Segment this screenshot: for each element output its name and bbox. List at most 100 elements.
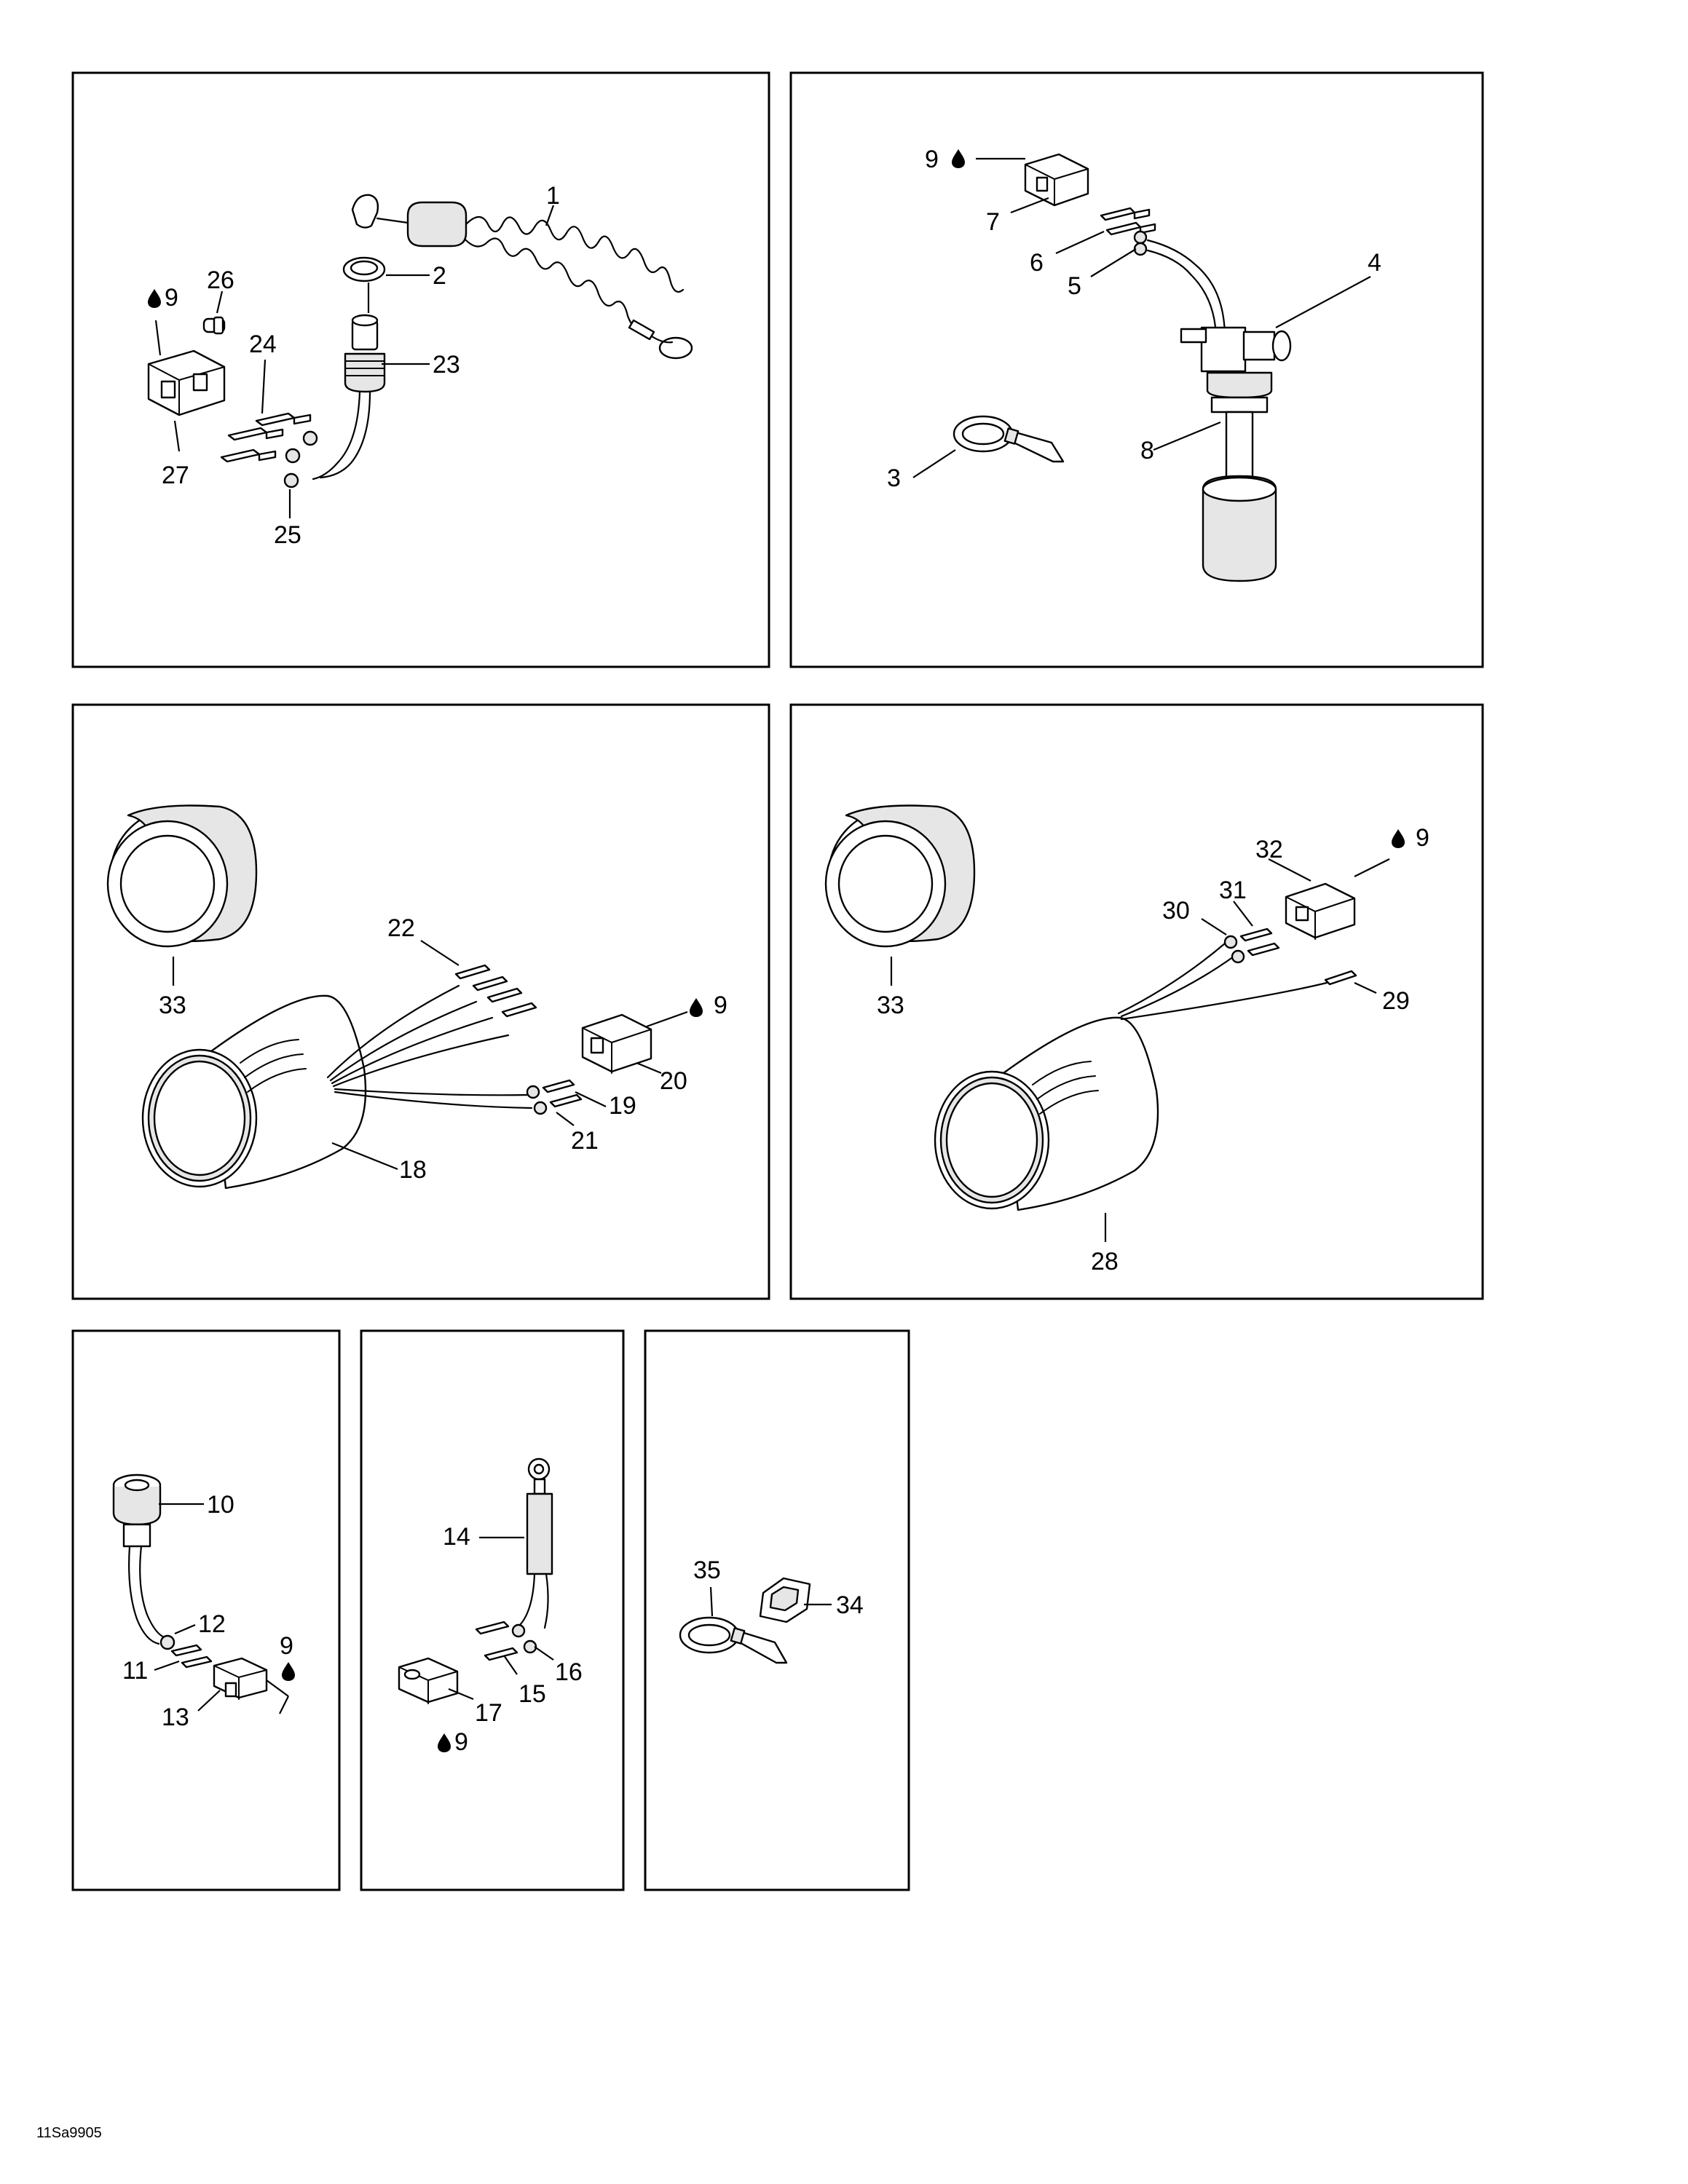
callout-7: 7 [986, 208, 1000, 236]
part-tie-base-g34 [759, 1577, 811, 1623]
part-mounting-ring-c [106, 804, 258, 948]
callout-9d: 9 [1416, 824, 1429, 852]
part-connector-e13 [213, 1657, 268, 1700]
callout-9b: 9 [925, 146, 939, 173]
part-seals-f16 [511, 1623, 537, 1654]
callout-18: 18 [399, 1156, 427, 1184]
part-seal-e12 [159, 1634, 175, 1650]
callout-31: 31 [1219, 877, 1247, 904]
panel-ties-g: 35 34 [644, 1329, 910, 1891]
part-gauge-c [141, 994, 367, 1190]
part-cable-tie-g35 [679, 1616, 788, 1664]
leader-lines-f [448, 1536, 554, 1701]
part-seals-d30 [1223, 935, 1245, 964]
leader-lines-a [154, 205, 555, 518]
callout-9: 9 [165, 284, 178, 312]
callout-32: 32 [1255, 836, 1283, 863]
part-terminals-e11 [170, 1644, 213, 1669]
part-terminals-f15 [475, 1621, 518, 1661]
part-terminals-b [1100, 207, 1156, 236]
callout-19: 19 [609, 1092, 636, 1120]
part-connector-housing [147, 349, 226, 416]
callout-34: 34 [836, 1591, 864, 1619]
callouts-b: 9 7 6 5 4 8 3 [887, 146, 1381, 492]
oil-drop-icon [952, 149, 965, 168]
part-terminals-d31 [1239, 927, 1280, 957]
callouts-c: 22 33 9 20 19 21 18 [159, 914, 727, 1184]
callout-16: 16 [555, 1658, 583, 1686]
callout-14: 14 [443, 1523, 470, 1551]
callouts-e: 10 12 9 11 13 [122, 1491, 295, 1731]
part-connector-c20 [581, 1013, 652, 1074]
panel-lanyard-switch: 1 2 23 26 24 9 27 25 [71, 71, 770, 668]
callout-3: 3 [887, 464, 901, 492]
part-seals-c21 [526, 1085, 548, 1115]
oil-drop-icon [690, 998, 703, 1017]
panel-level-sensor: 9 7 6 5 4 8 3 [789, 71, 1484, 668]
callouts-d: 33 32 9 31 30 29 28 [877, 824, 1429, 1275]
callouts-f: 14 16 15 17 9 [438, 1523, 583, 1756]
callout-24: 24 [249, 331, 277, 358]
part-connector-f17 [398, 1657, 459, 1704]
part-level-sensor [1146, 239, 1292, 582]
part-connector-d32 [1285, 882, 1356, 940]
callout-9f: 9 [454, 1728, 468, 1756]
callout-4: 4 [1368, 249, 1381, 277]
leader-lines-e [154, 1503, 289, 1714]
part-safety-lanyard [351, 194, 693, 360]
callout-12: 12 [198, 1610, 226, 1638]
part-wire-seals [283, 430, 318, 488]
part-plug [202, 316, 226, 335]
callout-5: 5 [1068, 272, 1081, 300]
callout-1: 1 [546, 182, 560, 210]
panel-gauge-d: 33 32 9 31 30 29 28 [789, 703, 1484, 1300]
oil-drop-icon [282, 1662, 295, 1681]
panel-sensor-f: 14 16 15 17 9 [360, 1329, 625, 1891]
callout-2: 2 [433, 262, 446, 290]
leader-lines-c [172, 940, 688, 1171]
part-wire-seals-b [1133, 230, 1148, 256]
part-sensor-e [112, 1473, 167, 1645]
callout-6: 6 [1030, 249, 1044, 277]
callout-35: 35 [693, 1556, 721, 1584]
leader-lines-b [912, 157, 1371, 478]
callout-26: 26 [207, 266, 234, 294]
leader-lines-d [890, 858, 1390, 1242]
callout-11: 11 [122, 1657, 148, 1685]
callout-27: 27 [162, 462, 189, 489]
callouts-g: 35 34 [693, 1556, 864, 1619]
part-connector-housing-b [1024, 153, 1089, 207]
panel-sensor-e: 10 12 9 11 13 [71, 1329, 341, 1891]
callout-8: 8 [1140, 437, 1154, 464]
callout-33d: 33 [877, 992, 904, 1019]
callout-28: 28 [1091, 1248, 1119, 1275]
callout-17: 17 [475, 1699, 502, 1727]
callout-20: 20 [660, 1067, 687, 1095]
part-terminals [220, 412, 312, 463]
part-terminal-d29 [1324, 970, 1357, 986]
figure-code: 11Sa9905 [36, 2125, 102, 2141]
part-safety-switch [312, 314, 386, 480]
callout-15: 15 [518, 1680, 546, 1708]
part-o-ring [342, 256, 386, 282]
callout-13: 13 [162, 1704, 189, 1731]
leader-lines-g [709, 1586, 832, 1617]
part-terminals-c22 [454, 964, 537, 1018]
part-gauge-wires-c [326, 984, 533, 1109]
oil-drop-icon [438, 1733, 451, 1752]
callout-23: 23 [433, 351, 460, 379]
callout-29: 29 [1382, 987, 1410, 1015]
part-sensor-f [518, 1457, 553, 1629]
callout-33: 33 [159, 992, 186, 1019]
part-terminals-c19 [542, 1079, 583, 1108]
oil-drop-icon [148, 289, 161, 308]
part-gauge-d [934, 1016, 1159, 1211]
oil-drop-icon [1392, 829, 1405, 848]
part-mounting-ring-d [824, 804, 976, 948]
callout-21: 21 [571, 1127, 599, 1155]
callout-9e: 9 [280, 1632, 293, 1660]
callout-10: 10 [207, 1491, 234, 1519]
callout-30: 30 [1162, 897, 1190, 925]
callout-9c: 9 [714, 992, 727, 1019]
